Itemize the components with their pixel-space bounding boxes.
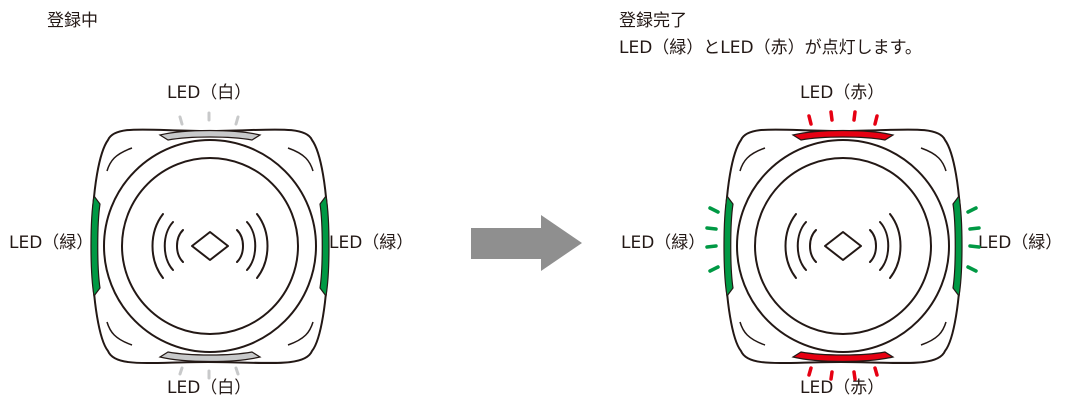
right-led-right-label: LED（緑）: [978, 233, 1063, 253]
right-led-left-strip: [723, 194, 734, 298]
right-subheading: LED（緑）とLED（赤）が点灯します。: [619, 38, 922, 58]
left-led-left-label: LED（緑）: [9, 233, 94, 253]
left-led-bottom-label: LED（白）: [167, 378, 252, 398]
right-led-right-strip: [952, 194, 963, 298]
left-led-top-label: LED（白）: [167, 83, 252, 103]
right-led-bottom-strip: [791, 351, 895, 363]
right-reader-device-icon: [724, 128, 962, 365]
right-arrow-icon: [471, 215, 582, 271]
left-heading: 登録中: [47, 11, 98, 31]
right-heading: 登録完了: [619, 11, 687, 31]
right-green-glow-ticks: [705, 206, 981, 273]
right-led-left-label: LED（緑）: [621, 233, 706, 253]
right-led-top-strip: [791, 129, 895, 141]
right-led-bottom-label: LED（赤）: [800, 378, 885, 398]
right-red-glow-ticks: [807, 110, 879, 381]
left-white-glow-ticks: [178, 111, 240, 380]
right-led-top-label: LED（赤）: [800, 83, 885, 103]
left-led-right-label: LED（緑）: [329, 233, 414, 253]
left-led-top-strip: [158, 129, 262, 141]
left-led-left-strip: [90, 194, 101, 298]
left-led-bottom-strip: [158, 351, 262, 363]
left-led-right-strip: [319, 194, 330, 298]
left-reader-device-icon: [91, 128, 329, 365]
